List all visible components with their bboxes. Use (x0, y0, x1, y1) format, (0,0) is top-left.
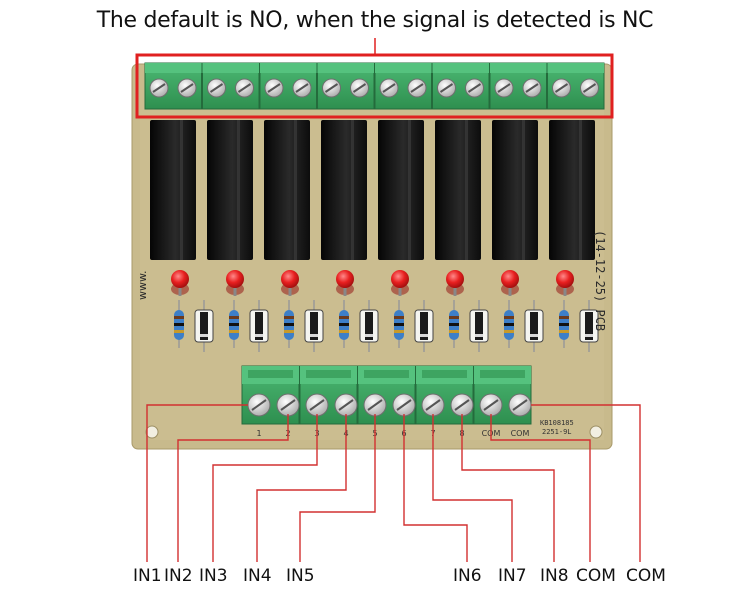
mounting-hole-bottom-right (589, 425, 603, 439)
pin-label-com-2: COM (626, 566, 666, 586)
relay-4 (321, 120, 367, 260)
pin-label-in6: IN6 (453, 566, 482, 586)
led-row (171, 270, 574, 296)
wire-in1-1 (146, 404, 248, 562)
chip-text-line2: 2251-9L (542, 428, 572, 436)
wire-in2-2 (177, 414, 289, 562)
led-6 (446, 270, 464, 288)
mounting-hole-bottom-left (145, 425, 159, 439)
led-1 (171, 270, 189, 288)
wire-com-10 (531, 404, 641, 562)
led-4 (336, 270, 354, 288)
led-3 (281, 270, 299, 288)
relay-7 (492, 120, 538, 260)
relay-row (150, 120, 595, 260)
led-7 (501, 270, 519, 288)
diode-row (194, 300, 599, 352)
relay-6 (435, 120, 481, 260)
led-2 (226, 270, 244, 288)
pin-label-in2: IN2 (164, 566, 193, 586)
board-text-rotated: (14-12-25) PCB (593, 230, 607, 331)
relay-1 (150, 120, 196, 260)
wire-in5-5 (299, 414, 376, 562)
resistor-row (174, 300, 569, 348)
wire-in4-4 (256, 414, 347, 562)
silkscreen-label: 1 (256, 429, 261, 438)
led-8 (556, 270, 574, 288)
pin-label-in8: IN8 (540, 566, 569, 586)
top-terminal-highlight-box (135, 53, 614, 119)
pin-label-in1: IN1 (133, 566, 162, 586)
relay-5 (378, 120, 424, 260)
pin-label-in3: IN3 (199, 566, 228, 586)
pin-wires (146, 404, 641, 562)
relay-2 (207, 120, 253, 260)
pin-label-in4: IN4 (243, 566, 272, 586)
pin-label-in7: IN7 (498, 566, 527, 586)
wire-in7-7 (432, 414, 513, 562)
pin-label-com-1: COM (576, 566, 616, 586)
silkscreen-label: COM (511, 429, 530, 438)
led-5 (391, 270, 409, 288)
chip-text-line1: KB108185 (540, 419, 574, 427)
relay-8 (549, 120, 595, 260)
top-terminal-block (144, 62, 605, 110)
wire-in3-3 (212, 414, 318, 562)
relay-3 (264, 120, 310, 260)
diagram-title: The default is NO, when the signal is de… (96, 8, 654, 33)
wire-in8-8 (461, 414, 555, 562)
pin-label-in5: IN5 (286, 566, 315, 586)
board-text-left: www. (136, 271, 149, 300)
wire-in6-6 (403, 414, 468, 562)
wire-com-9 (490, 414, 591, 562)
